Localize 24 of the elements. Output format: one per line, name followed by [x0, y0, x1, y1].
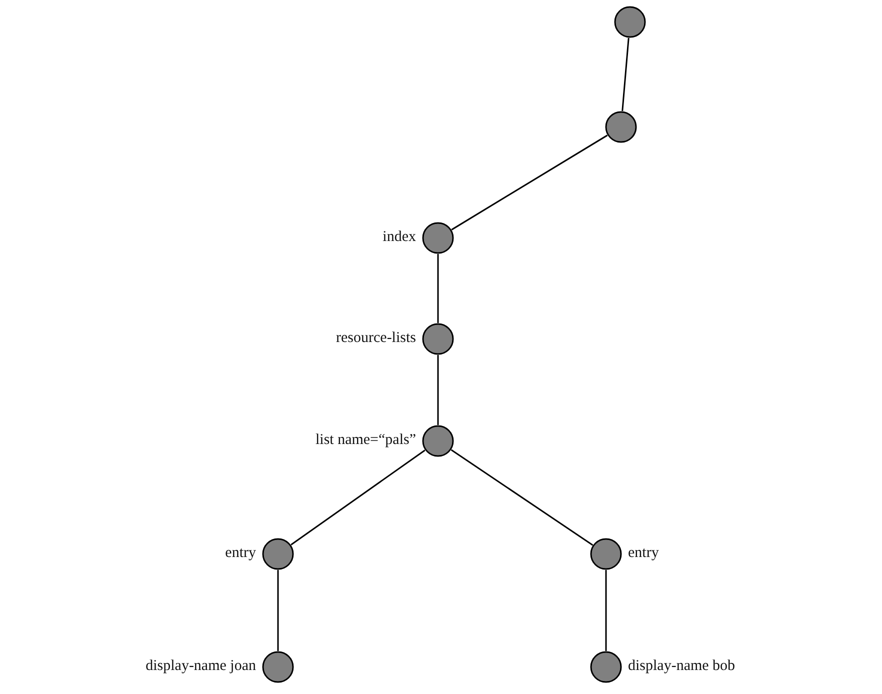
connector-line	[437, 254, 439, 323]
tree-node-circle	[262, 651, 294, 683]
tree-node-circle	[422, 222, 454, 254]
tree-node-circle	[422, 425, 454, 457]
tree-node-circle	[262, 538, 294, 570]
node-label: list name=“pals”	[315, 431, 416, 449]
tree-node-circle	[422, 323, 454, 355]
tree-node-circle	[605, 111, 637, 143]
node-label: index	[382, 228, 416, 246]
connector-line	[605, 570, 607, 651]
tree-node-circle	[614, 6, 646, 38]
connector-line	[451, 134, 608, 230]
node-label: display-name bob	[628, 657, 736, 675]
node-label: entry	[628, 544, 659, 562]
connector-line	[622, 38, 630, 112]
connector-line	[290, 450, 426, 546]
connector-line	[277, 570, 279, 651]
tree-node-circle	[590, 538, 622, 570]
tree-node-circle	[590, 651, 622, 683]
node-label: entry	[225, 544, 256, 562]
connector-line	[450, 449, 594, 546]
connector-line	[437, 355, 439, 425]
node-label: resource-lists	[336, 329, 416, 347]
node-label: display-name joan	[146, 657, 256, 675]
